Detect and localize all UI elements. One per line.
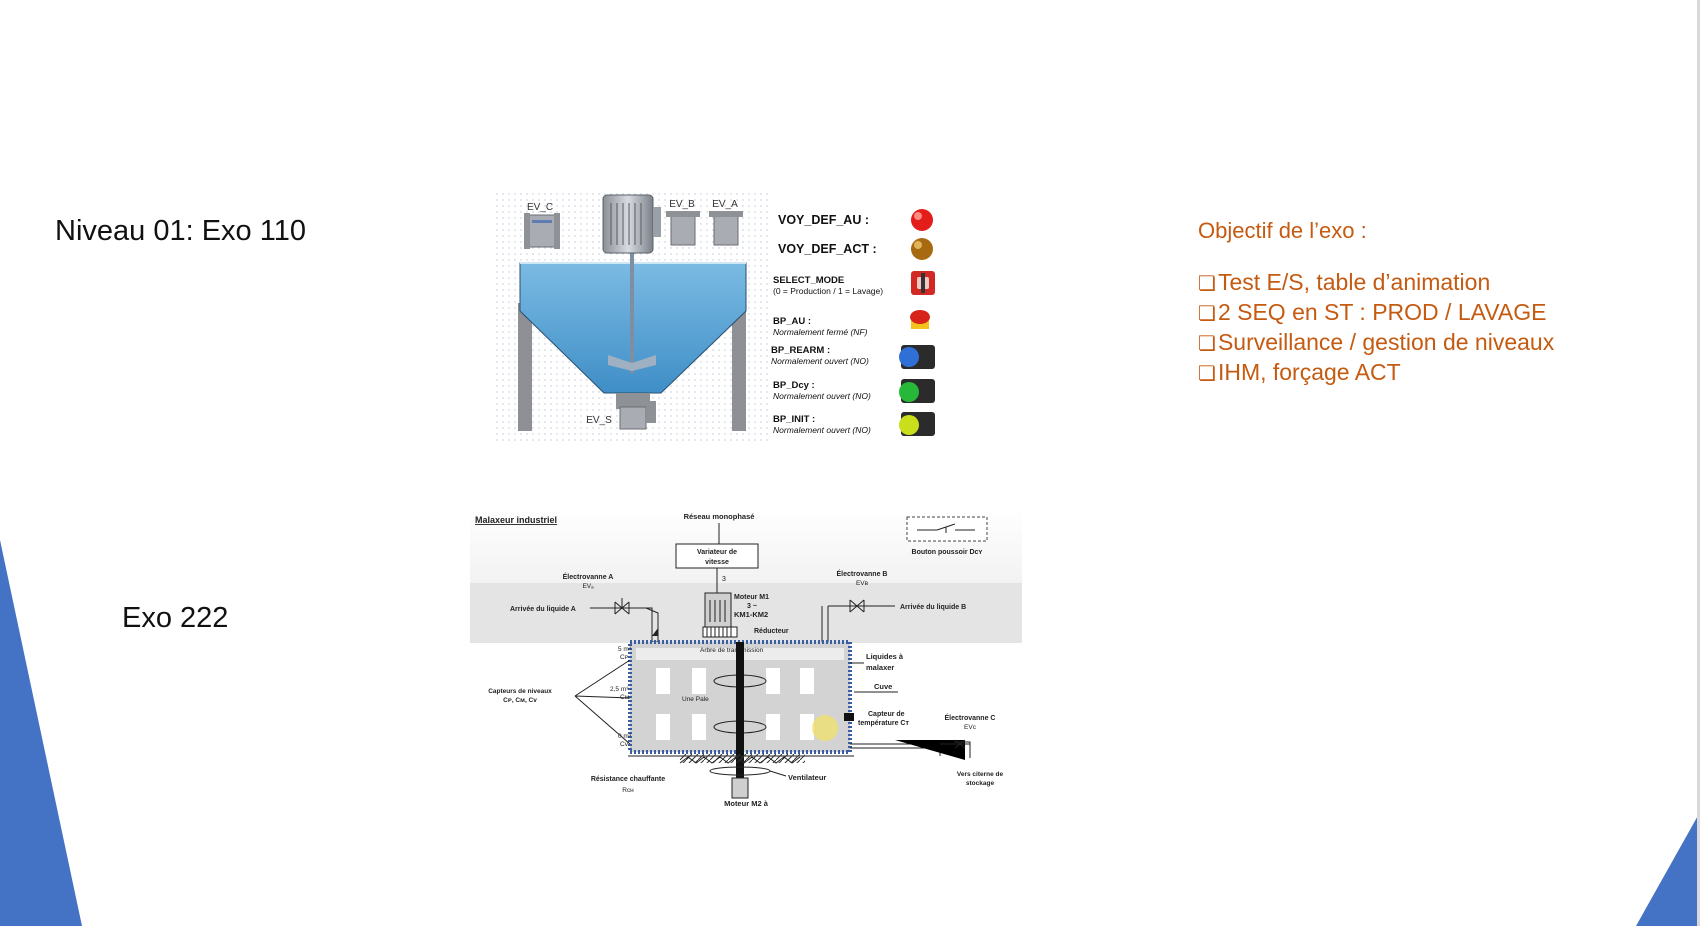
mixer-diagram: Malaxeur industriel Réseau monophasé Var… bbox=[470, 508, 1022, 810]
svg-text:Moteur M1: Moteur M1 bbox=[734, 594, 769, 601]
svg-text:Cᴠ: Cᴠ bbox=[620, 741, 629, 748]
motor-m2-label: Moteur M2 à bbox=[724, 799, 769, 808]
paddle-label: Une Pale bbox=[682, 696, 709, 703]
svg-text:Arbre de transmission: Arbre de transmission bbox=[700, 647, 764, 654]
objectives-box: Objectif de l’exo : Test E/S, table d’an… bbox=[1198, 218, 1554, 388]
svg-text:3: 3 bbox=[722, 576, 726, 583]
svg-text:EV_B: EV_B bbox=[669, 199, 695, 210]
green-pushbutton-icon bbox=[899, 379, 935, 403]
svg-text:BP_AU :: BP_AU : bbox=[773, 316, 811, 327]
signal-bp-init: BP_INIT : Normalement ouvert (NO) bbox=[773, 412, 935, 436]
svg-text:EV_S: EV_S bbox=[586, 415, 612, 426]
blue-pushbutton-icon bbox=[899, 345, 935, 369]
objective-item: IHM, forçage ACT bbox=[1198, 358, 1554, 388]
svg-text:SELECT_MODE: SELECT_MODE bbox=[773, 275, 844, 286]
fan-label: Ventilateur bbox=[788, 773, 826, 782]
svg-text:Normalement ouvert (NO): Normalement ouvert (NO) bbox=[771, 356, 869, 366]
valve-b-label: Électrovanne B bbox=[837, 569, 888, 578]
slide-title-level: Niveau 01: Exo 110 bbox=[55, 215, 306, 247]
svg-text:KM1-KM2: KM1-KM2 bbox=[734, 610, 768, 619]
svg-text:VOY_DEF_ACT :: VOY_DEF_ACT : bbox=[778, 242, 877, 256]
motor-m1 bbox=[704, 592, 732, 628]
valve-ev-c: EV_C bbox=[524, 202, 560, 249]
svg-text:VOY_DEF_AU :: VOY_DEF_AU : bbox=[778, 213, 869, 227]
network-label: Réseau monophasé bbox=[684, 512, 755, 521]
svg-text:Rᴄʜ: Rᴄʜ bbox=[622, 787, 634, 794]
svg-text:5 m³: 5 m³ bbox=[618, 646, 632, 653]
valve-c-label: Électrovanne C bbox=[945, 713, 996, 722]
liquid-a-label: Arrivée du liquide A bbox=[510, 606, 576, 613]
agitator-shaft bbox=[630, 248, 634, 373]
right-edge bbox=[1697, 0, 1700, 926]
svg-text:Normalement ouvert (NO): Normalement ouvert (NO) bbox=[773, 425, 871, 435]
signal-bp-rearm: BP_REARM : Normalement ouvert (NO) bbox=[771, 345, 935, 369]
svg-text:BP_REARM :: BP_REARM : bbox=[771, 345, 830, 356]
mixer-title: Malaxeur industriel bbox=[475, 515, 557, 525]
valve-ev-a: EV_A bbox=[709, 199, 743, 246]
transmission-shaft bbox=[736, 642, 744, 798]
svg-text:vitesse: vitesse bbox=[705, 559, 729, 566]
signal-voy-def-au: VOY_DEF_AU : bbox=[778, 209, 933, 231]
speed-variator bbox=[675, 543, 759, 569]
signal-bp-dcy: BP_Dcy : Normalement ouvert (NO) bbox=[773, 379, 935, 403]
yellow-pushbutton-icon bbox=[899, 412, 935, 436]
svg-text:3 ~: 3 ~ bbox=[747, 603, 757, 610]
push-button-symbol bbox=[906, 516, 988, 542]
right-corner-triangle bbox=[1636, 812, 1700, 926]
agitator-blade bbox=[608, 355, 656, 371]
level-sensors-label: Capteurs de niveaux bbox=[488, 688, 552, 695]
temp-sensor-label: Capteur de bbox=[868, 711, 905, 718]
amber-lamp-icon bbox=[911, 238, 933, 260]
svg-text:Cᴘ, Cᴍ, Cᴠ: Cᴘ, Cᴍ, Cᴠ bbox=[503, 697, 537, 704]
svg-text:Normalement fermé (NF): Normalement fermé (NF) bbox=[773, 327, 868, 337]
svg-text:EVₐ: EVₐ bbox=[582, 583, 594, 590]
liquids-label: Liquides à bbox=[866, 652, 904, 661]
emergency-stop-icon bbox=[910, 310, 930, 329]
valve-ev-s: EV_S bbox=[586, 393, 656, 430]
svg-text:0 m³: 0 m³ bbox=[618, 733, 632, 740]
tank-leg-left bbox=[518, 303, 532, 431]
tank-leg-right bbox=[732, 303, 746, 431]
motor-m2 bbox=[731, 777, 749, 799]
heating-resistor bbox=[679, 756, 801, 764]
svg-text:EVʙ: EVʙ bbox=[856, 580, 869, 587]
svg-text:stockage: stockage bbox=[966, 780, 995, 787]
tank-diagram: EV_C EV_B EV_A EV_S VOY_DEF_AU : bbox=[496, 193, 935, 441]
svg-text:EV_A: EV_A bbox=[712, 199, 738, 210]
svg-text:température Cᴛ: température Cᴛ bbox=[858, 720, 909, 727]
svg-text:Cᴘ: Cᴘ bbox=[620, 654, 629, 661]
objectives-heading: Objectif de l’exo : bbox=[1198, 218, 1367, 243]
signal-voy-def-act: VOY_DEF_ACT : bbox=[778, 238, 933, 260]
objective-item: Test E/S, table d’animation bbox=[1198, 268, 1554, 298]
objective-item: 2 SEQ en ST : PROD / LAVAGE bbox=[1198, 298, 1554, 328]
valve-c-symbol bbox=[954, 739, 966, 749]
signal-select-mode: SELECT_MODE (0 = Production / 1 = Lavage… bbox=[773, 271, 935, 296]
svg-text:2,5 m³: 2,5 m³ bbox=[610, 686, 629, 693]
svg-text:Réducteur: Réducteur bbox=[754, 628, 789, 635]
svg-text:(0 = Production / 1 = Lavage): (0 = Production / 1 = Lavage) bbox=[773, 286, 883, 296]
svg-text:Normalement ouvert (NO): Normalement ouvert (NO) bbox=[773, 391, 871, 401]
svg-text:malaxer: malaxer bbox=[866, 663, 894, 672]
liquid-b-label: Arrivée du liquide B bbox=[900, 604, 966, 611]
svg-text:EV_C: EV_C bbox=[527, 202, 553, 213]
tank-label: Cuve bbox=[874, 682, 892, 691]
left-corner-triangle bbox=[0, 540, 82, 926]
valve-a-label: Électrovanne A bbox=[563, 572, 614, 581]
objective-item: Surveillance / gestion de niveaux bbox=[1198, 328, 1554, 358]
svg-text:BP_Dcy :: BP_Dcy : bbox=[773, 380, 815, 391]
storage-label: Vers citerne de bbox=[957, 771, 1004, 778]
push-button-label: Bouton poussoir Dᴄʏ bbox=[912, 549, 983, 556]
valve-b-symbol bbox=[849, 599, 865, 613]
valve-ev-b: EV_B bbox=[666, 199, 700, 246]
red-lamp-icon bbox=[911, 209, 933, 231]
signal-bp-au: BP_AU : Normalement fermé (NF) bbox=[773, 310, 930, 337]
slide-title-exo222: Exo 222 bbox=[122, 602, 229, 634]
selector-switch-icon bbox=[911, 271, 935, 295]
svg-text:BP_INIT :: BP_INIT : bbox=[773, 414, 815, 425]
svg-text:Variateur de: Variateur de bbox=[697, 549, 737, 556]
svg-text:EVᴄ: EVᴄ bbox=[964, 724, 977, 731]
heater-label: Résistance chauffante bbox=[591, 776, 665, 783]
